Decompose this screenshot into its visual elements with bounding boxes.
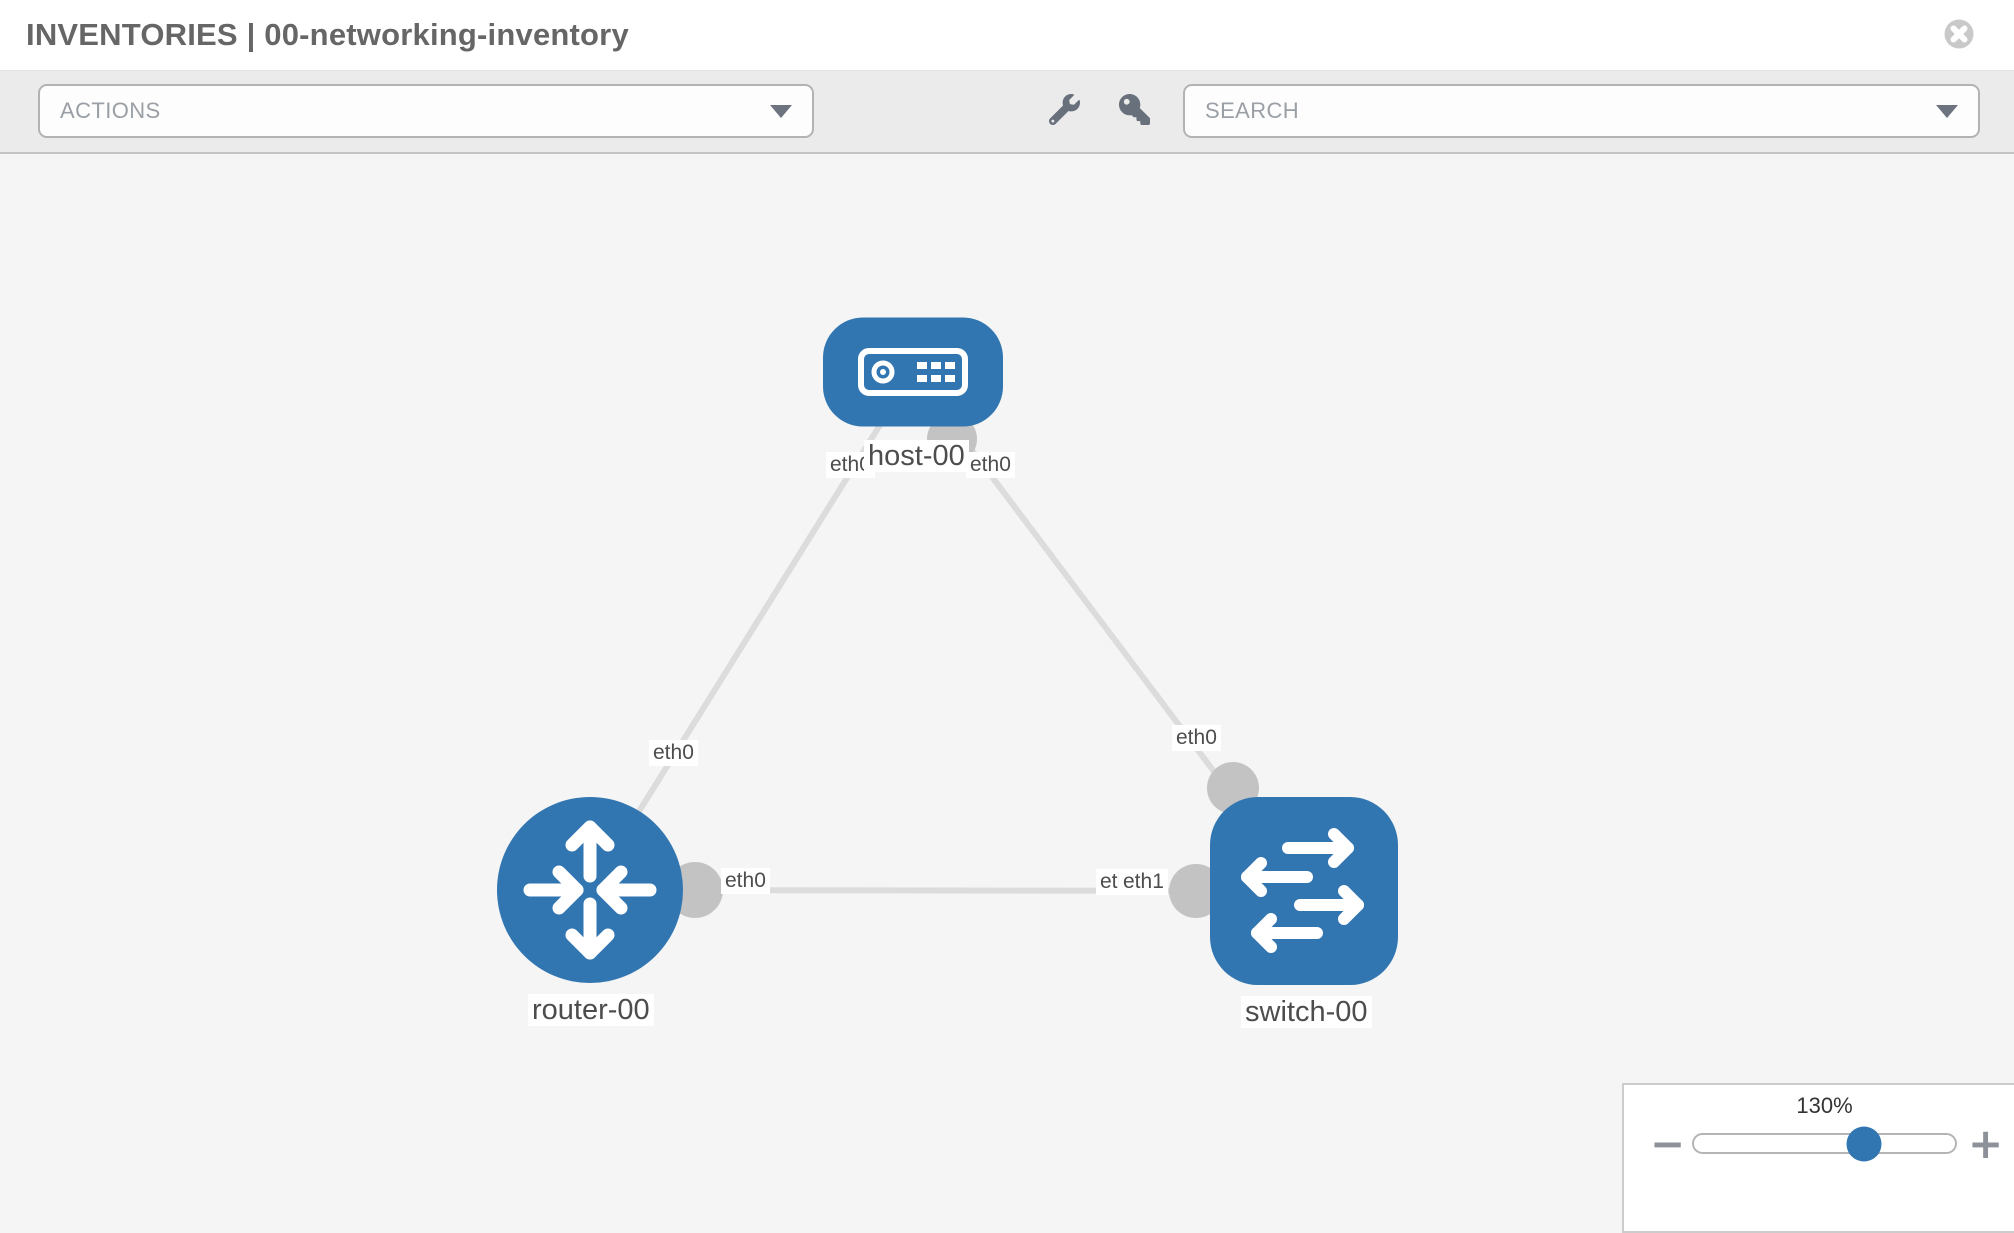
node-host-00[interactable] — [823, 317, 1003, 427]
interface-label: eth0 — [966, 452, 1015, 479]
close-button[interactable] — [1944, 19, 1974, 49]
node-switch-00[interactable] — [1210, 797, 1398, 985]
zoom-level-value: 130% — [1796, 1093, 1853, 1118]
wrench-icon — [1048, 94, 1080, 128]
switch-arrows-icon — [1241, 828, 1364, 953]
zoom-out-button[interactable]: − — [1650, 1119, 1686, 1168]
topology-canvas[interactable]: eth0eth0eth0eth0eth0eth1eth1host-00route… — [0, 154, 2014, 1200]
interface-label: eth0 — [721, 868, 770, 895]
host-server-icon — [858, 348, 968, 396]
interface-label: eth0 — [1172, 725, 1221, 752]
zoom-slider-thumb[interactable] — [1846, 1126, 1882, 1161]
close-icon — [1944, 19, 1974, 52]
configure-tools-button[interactable] — [1038, 84, 1090, 138]
router-arrows-icon — [523, 820, 657, 960]
interface-label: eth1 — [1119, 869, 1168, 896]
node-label: router-00 — [528, 994, 654, 1027]
toolbar: ACTIONS SEARCH — [0, 71, 2014, 154]
key-icon — [1118, 94, 1150, 128]
credentials-button[interactable] — [1108, 84, 1160, 138]
node-label: switch-00 — [1241, 996, 1372, 1029]
link-endpoint[interactable] — [1169, 864, 1223, 918]
node-label: host-00 — [864, 440, 969, 473]
search-dropdown[interactable]: SEARCH — [1183, 84, 1980, 138]
node-router-00[interactable] — [497, 797, 683, 983]
zoom-in-button[interactable]: + — [1968, 1119, 2004, 1168]
zoom-slider[interactable] — [1692, 1126, 1957, 1161]
chevron-down-icon — [1936, 105, 1958, 118]
page-title: INVENTORIES | 00-networking-inventory — [26, 17, 629, 52]
actions-dropdown-label: ACTIONS — [60, 98, 161, 123]
search-dropdown-label: SEARCH — [1205, 98, 1300, 123]
interface-label: eth0 — [649, 740, 698, 767]
topology-svg — [497, 317, 1398, 985]
chevron-down-icon — [770, 105, 792, 118]
zoom-control-panel: 130% − + — [1622, 1083, 2014, 1233]
actions-dropdown[interactable]: ACTIONS — [38, 84, 814, 138]
breadcrumb-header: INVENTORIES | 00-networking-inventory — [0, 0, 2014, 71]
